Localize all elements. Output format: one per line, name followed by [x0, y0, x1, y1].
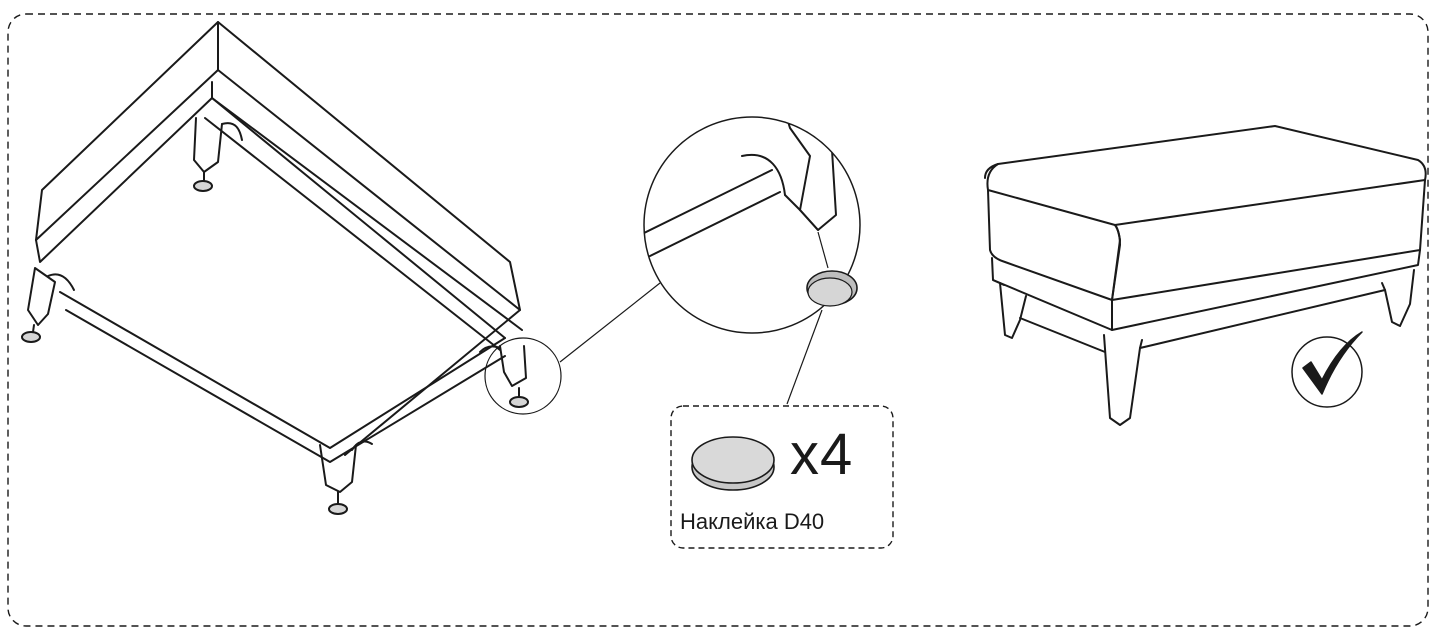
felt-pad [328, 503, 348, 515]
parts-box [670, 405, 894, 549]
felt-pad [509, 396, 529, 408]
felt-pad [193, 180, 213, 192]
zoom-detail [643, 116, 861, 405]
felt-pad [21, 331, 41, 343]
ottoman-upside-down [21, 21, 529, 515]
quantity-label: x4 [790, 422, 854, 487]
felt-pad-icon [806, 270, 858, 307]
check-mark-icon [1291, 331, 1363, 408]
ottoman-upright [984, 125, 1427, 426]
felt-pad-icon [691, 436, 775, 491]
part-name-label: Наклейка D40 [680, 509, 825, 534]
detail-callout [484, 282, 661, 415]
